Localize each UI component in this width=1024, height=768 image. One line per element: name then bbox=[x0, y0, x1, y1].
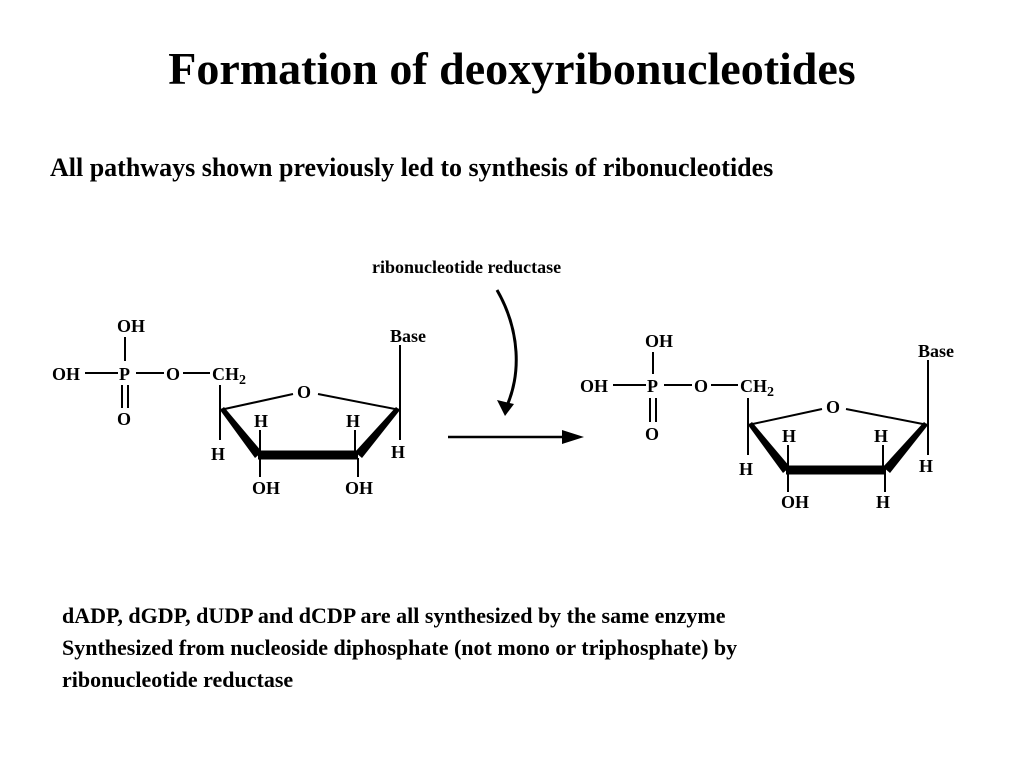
product-oh-left: OH bbox=[580, 376, 608, 396]
note-line-1: dADP, dGDP, dUDP and dCDP are all synthe… bbox=[62, 603, 726, 628]
reaction-arrowhead bbox=[562, 430, 584, 444]
reactant-h-c1-down: H bbox=[391, 442, 405, 462]
notes-block: dADP, dGDP, dUDP and dCDP are all synthe… bbox=[62, 600, 737, 696]
product-structure: OH OH P O CH2 O O H H H OH H Base H bbox=[580, 331, 954, 512]
reactant-oh-c2: OH bbox=[345, 478, 373, 498]
product-o-double: O bbox=[645, 424, 659, 444]
product-h-c2-up: H bbox=[874, 426, 888, 446]
reactant-oh-c3: OH bbox=[252, 478, 280, 498]
reactant-structure: OH OH P O CH2 O O H H H OH OH Base bbox=[52, 316, 426, 498]
reactant-ch2: CH2 bbox=[212, 364, 246, 388]
reaction-diagram: ribonucleotide reductase OH OH P O CH2 O… bbox=[52, 257, 954, 512]
enzyme-label: ribonucleotide reductase bbox=[372, 257, 561, 277]
reactant-base: Base bbox=[390, 326, 426, 346]
product-phosphorus: P bbox=[647, 376, 658, 396]
reactant-ring-oxygen: O bbox=[297, 382, 311, 402]
enzyme-curved-arrow bbox=[495, 289, 518, 411]
product-h-c2-down: H bbox=[876, 492, 890, 512]
product-h-c4-down: H bbox=[739, 459, 753, 479]
reactant-oh-top: OH bbox=[117, 316, 145, 336]
product-ring-oxygen: O bbox=[826, 397, 840, 417]
reactant-oh-left: OH bbox=[52, 364, 80, 384]
product-o-bridge: O bbox=[694, 376, 708, 396]
slide-title: Formation of deoxyribonucleotides bbox=[168, 43, 856, 94]
reactant-o-double: O bbox=[117, 409, 131, 429]
slide-subtitle: All pathways shown previously led to syn… bbox=[50, 153, 774, 182]
reactant-h-c2-up: H bbox=[346, 411, 360, 431]
product-base: Base bbox=[918, 341, 954, 361]
reactant-h-c3-up: H bbox=[254, 411, 268, 431]
note-line-3: ribonucleotide reductase bbox=[62, 667, 294, 692]
product-ch2: CH2 bbox=[740, 376, 774, 400]
reactant-h-c4-down: H bbox=[211, 444, 225, 464]
product-oh-top: OH bbox=[645, 331, 673, 351]
reactant-phosphorus: P bbox=[119, 364, 130, 384]
enzyme-arrowhead bbox=[497, 400, 514, 416]
product-oh-c3: OH bbox=[781, 492, 809, 512]
product-h-c1-down: H bbox=[919, 456, 933, 476]
note-line-2: Synthesized from nucleoside diphosphate … bbox=[62, 635, 738, 660]
product-h-c3-up: H bbox=[782, 426, 796, 446]
reactant-o-bridge: O bbox=[166, 364, 180, 384]
